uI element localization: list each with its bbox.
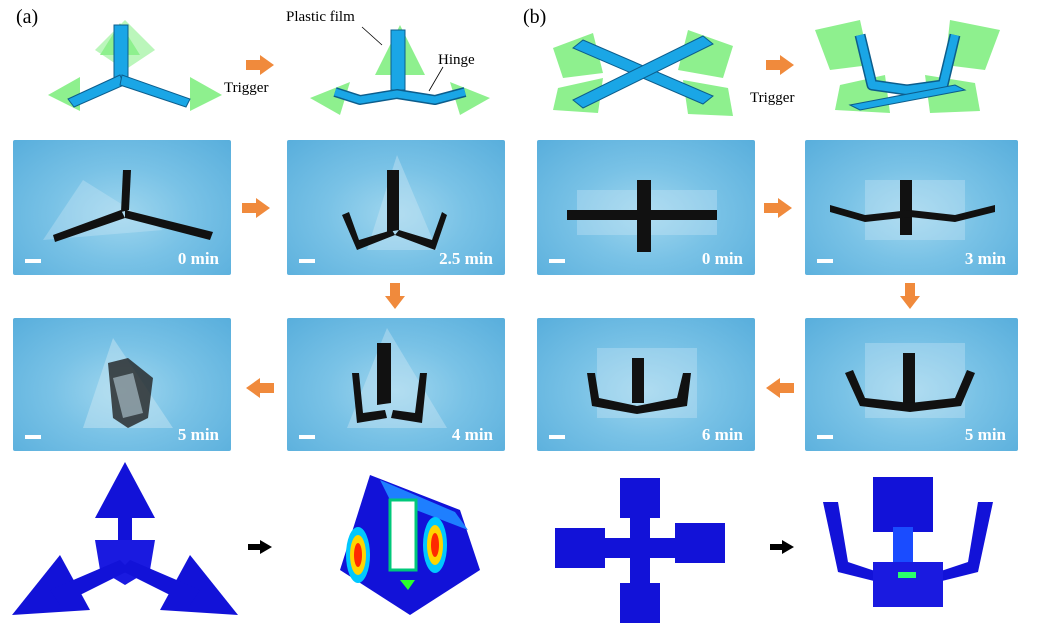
tripod-sample-closed [83, 338, 173, 428]
arrow-left-b [766, 378, 794, 398]
cross-sample-flat [567, 180, 717, 252]
schematic-tripod-lifted [305, 20, 495, 120]
scale-bar [299, 435, 315, 439]
panel-label-b: (b) [523, 6, 547, 28]
simulation-cross-flat [555, 478, 725, 623]
time-label: 0 min [177, 249, 219, 268]
time-label: 2.5 min [439, 249, 493, 268]
cross-sample-partial-u [845, 343, 975, 418]
cross-sample-folding [830, 180, 995, 240]
trigger-arrow-a [246, 55, 274, 75]
time-label: 4 min [451, 425, 493, 444]
photo-a-4min: 4 min [287, 318, 505, 451]
arrow-down-b [900, 283, 920, 309]
simulation-tripod-flat [10, 460, 240, 620]
photo-b-3min: 3 min [805, 140, 1018, 275]
scale-bar [549, 259, 565, 263]
tripod-sample-upright [347, 328, 447, 428]
cross-sample-u-shape [587, 348, 697, 418]
scale-bar [299, 259, 315, 263]
arrow-right-sim-b [770, 540, 794, 554]
arrow-left-a [246, 378, 274, 398]
trigger-arrow-b [766, 55, 794, 75]
tripod-sample-flat [43, 170, 213, 242]
time-label: 6 min [701, 425, 743, 444]
time-label: 5 min [964, 425, 1006, 444]
photo-a-5min: 5 min [13, 318, 231, 451]
scale-bar [817, 259, 833, 263]
photo-a-2-5min: 2.5 min [287, 140, 505, 275]
scale-bar [25, 259, 41, 263]
scale-bar [549, 435, 565, 439]
schematic-tripod-flat [40, 15, 230, 115]
arrow-right-sim-a [248, 540, 272, 554]
schematic-cross-flat [548, 18, 738, 118]
trigger-label-a: Trigger [224, 80, 269, 96]
plastic-film-label: Plastic film [286, 9, 355, 25]
tripod-sample-folding [342, 155, 447, 250]
time-label: 3 min [964, 249, 1006, 268]
simulation-cross-folded [818, 472, 998, 612]
simulation-tripod-folded [330, 470, 490, 620]
arrow-right-b1 [764, 198, 792, 218]
photo-a-0min: 0 min [13, 140, 231, 275]
panel-label-a: (a) [16, 6, 39, 28]
time-label: 0 min [701, 249, 743, 268]
arrow-right-a1 [242, 198, 270, 218]
schematic-cross-lifted [810, 15, 1005, 115]
time-label: 5 min [177, 425, 219, 444]
photo-b-5min: 5 min [805, 318, 1018, 451]
scale-bar [25, 435, 41, 439]
scale-bar [817, 435, 833, 439]
photo-b-0min: 0 min [537, 140, 755, 275]
arrow-down-a [385, 283, 405, 309]
photo-b-6min: 6 min [537, 318, 755, 451]
trigger-label-b: Trigger [750, 90, 795, 106]
hinge-label: Hinge [438, 52, 475, 68]
